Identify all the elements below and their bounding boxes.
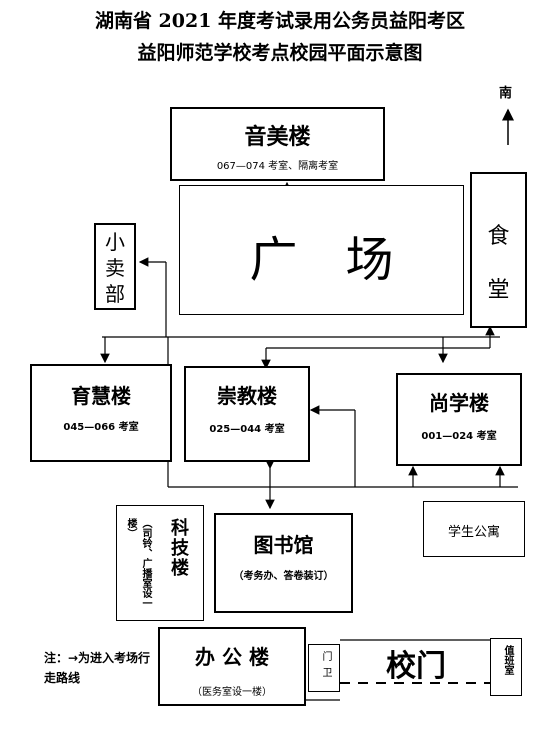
building-canteen-name: 食堂 [487,224,510,303]
building-yuhui-name: 育慧楼 [71,384,131,408]
building-dorm-name: 学生公寓 [447,525,500,540]
building-office-note: （医务室设一楼） [192,687,272,698]
legend-note: 注：→为进入考场行走路线 [44,651,151,685]
duty-room: 值班室 [490,638,522,696]
building-keji: 科技楼 （司铃、广播室设一楼） [116,505,204,621]
building-shangxue-rooms: 001—024 考室 [421,431,497,442]
guard-house: 门卫 [308,644,340,692]
building-library: 图书馆 （考务办、答卷装订） [214,513,353,613]
plaza: 广 场 [179,185,464,315]
building-library-name: 图书馆 [253,533,314,557]
building-yinmei-rooms: 067—074 考室、隔离考室 [216,161,339,172]
plaza-name: 广 场 [249,232,394,288]
building-yuhui: 育慧楼 045—066 考室 [30,364,172,462]
building-shop-name: 小卖部 [105,230,125,306]
building-office: 办 公 楼 （医务室设一楼） [158,627,306,706]
building-shop: 小卖部 [94,223,136,310]
map-title-line2: 益阳师范学校考点校园平面示意图 [137,42,423,64]
duty-room-name: 值班室 [502,645,513,675]
building-office-name: 办 公 楼 [195,645,269,669]
building-shangxue-name: 尚学楼 [429,391,489,415]
building-library-note: （考务办、答卷装订） [233,571,334,582]
building-yuhui-rooms: 045—066 考室 [63,422,139,433]
building-keji-name: 科技楼 [168,518,189,578]
building-yinmei-name: 音美楼 [244,125,311,150]
building-chongjiao-rooms: 025—044 考室 [209,424,285,435]
building-chongjiao: 崇教楼 025—044 考室 [184,366,310,462]
compass-label: 南 [499,86,513,101]
building-keji-note: （司铃、广播室设一楼） [125,518,151,608]
building-dorm: 学生公寓 [423,501,525,557]
school-gate-label: 校门 [386,649,446,684]
building-shangxue: 尚学楼 001—024 考室 [396,373,522,466]
building-chongjiao-name: 崇教楼 [217,384,277,408]
map-title-line1: 湖南省 2021 年度考试录用公务员益阳考区 [94,10,466,32]
building-yinmei: 音美楼 067—074 考室、隔离考室 [170,107,385,181]
building-canteen: 食堂 [470,172,527,328]
guard-house-name: 门卫 [320,651,331,683]
